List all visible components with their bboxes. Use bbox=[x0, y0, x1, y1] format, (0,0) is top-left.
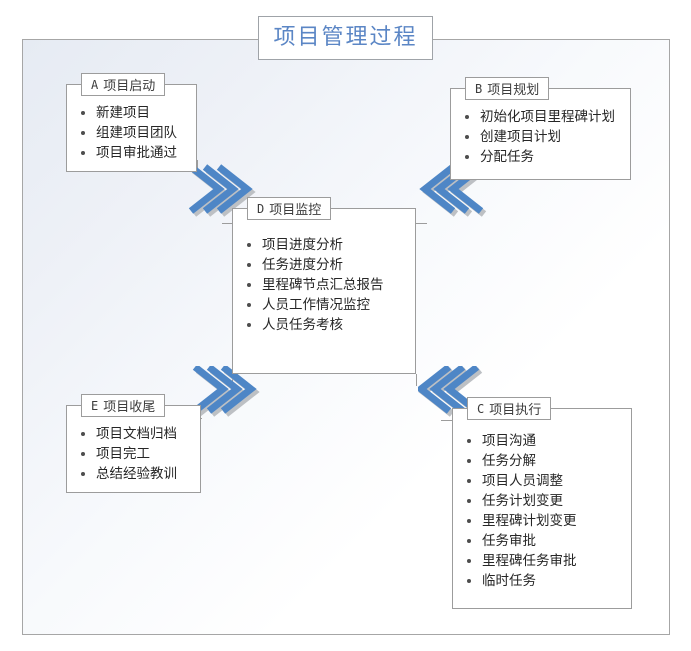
phase-name-d: 项目监控 bbox=[269, 203, 322, 218]
list-item: 创建项目计划 bbox=[461, 127, 624, 147]
phase-code-b: B bbox=[475, 81, 483, 96]
list-item: 分配任务 bbox=[461, 147, 624, 167]
stub-c-top-left bbox=[441, 420, 453, 421]
list-item: 新建项目 bbox=[77, 103, 190, 123]
phase-name-a: 项目启动 bbox=[103, 79, 156, 94]
phase-name-e: 项目收尾 bbox=[103, 400, 156, 415]
page-title: 项目管理过程 bbox=[273, 25, 418, 50]
phase-box-d[interactable]: D 项目监控 项目进度分析 任务进度分析 里程碑节点汇总报告 人员工作情况监控 … bbox=[232, 197, 416, 374]
list-item: 里程碑计划变更 bbox=[463, 511, 625, 531]
phase-code-e: E bbox=[91, 398, 99, 413]
list-item: 任务分解 bbox=[463, 451, 625, 471]
list-item: 初始化项目里程碑计划 bbox=[461, 107, 624, 127]
phase-box-a[interactable]: A 项目启动 新建项目 组建项目团队 项目审批通过 bbox=[66, 73, 197, 172]
list-item: 任务计划变更 bbox=[463, 491, 625, 511]
phase-label-b: B 项目规划 bbox=[465, 77, 550, 100]
phase-box-b[interactable]: B 项目规划 初始化项目里程碑计划 创建项目计划 分配任务 bbox=[450, 77, 631, 180]
phase-code-d: D bbox=[257, 201, 265, 216]
list-item: 里程碑任务审批 bbox=[463, 551, 625, 571]
list-item: 人员任务考核 bbox=[243, 315, 409, 335]
list-item: 项目文档归档 bbox=[77, 424, 194, 444]
list-item: 任务进度分析 bbox=[243, 255, 409, 275]
phase-label-d: D 项目监控 bbox=[247, 197, 332, 220]
phase-items-b: 初始化项目里程碑计划 创建项目计划 分配任务 bbox=[451, 89, 630, 173]
phase-items-e: 项目文档归档 项目完工 总结经验教训 bbox=[67, 406, 200, 490]
list-item: 项目完工 bbox=[77, 444, 194, 464]
list-item: 项目进度分析 bbox=[243, 235, 409, 255]
stub-d-right bbox=[416, 223, 427, 224]
phase-code-a: A bbox=[91, 77, 99, 92]
list-item: 项目沟通 bbox=[463, 431, 625, 451]
list-item: 人员工作情况监控 bbox=[243, 295, 409, 315]
phase-label-e: E 项目收尾 bbox=[81, 394, 166, 417]
stub-d-bottom-right bbox=[416, 374, 417, 386]
connector-a-to-d bbox=[188, 164, 256, 217]
phase-label-a: A 项目启动 bbox=[81, 73, 166, 96]
phase-items-c: 项目沟通 任务分解 项目人员调整 任务计划变更 里程碑计划变更 任务审批 里程碑… bbox=[453, 409, 631, 597]
list-item: 总结经验教训 bbox=[77, 464, 194, 484]
connector-d-to-e bbox=[192, 366, 260, 417]
list-item: 项目人员调整 bbox=[463, 471, 625, 491]
phase-name-b: 项目规划 bbox=[487, 83, 540, 98]
list-item: 任务审批 bbox=[463, 531, 625, 551]
phase-code-c: C bbox=[477, 401, 485, 416]
phase-label-c: C 项目执行 bbox=[467, 397, 552, 420]
phase-items-a: 新建项目 组建项目团队 项目审批通过 bbox=[67, 85, 196, 169]
phase-box-e[interactable]: E 项目收尾 项目文档归档 项目完工 总结经验教训 bbox=[66, 394, 201, 493]
phase-box-c[interactable]: C 项目执行 项目沟通 任务分解 项目人员调整 任务计划变更 里程碑计划变更 任… bbox=[452, 397, 632, 609]
list-item: 组建项目团队 bbox=[77, 123, 190, 143]
phase-name-c: 项目执行 bbox=[489, 403, 542, 418]
list-item: 项目审批通过 bbox=[77, 143, 190, 163]
list-item: 里程碑节点汇总报告 bbox=[243, 275, 409, 295]
stub-a-down bbox=[197, 160, 198, 174]
stub-d-left bbox=[222, 223, 233, 224]
list-item: 临时任务 bbox=[463, 571, 625, 591]
diagram-title-plate: 项目管理过程 bbox=[258, 16, 433, 60]
stub-d-bottom-left bbox=[232, 374, 233, 386]
phase-items-d: 项目进度分析 任务进度分析 里程碑节点汇总报告 人员工作情况监控 人员任务考核 bbox=[233, 209, 415, 341]
